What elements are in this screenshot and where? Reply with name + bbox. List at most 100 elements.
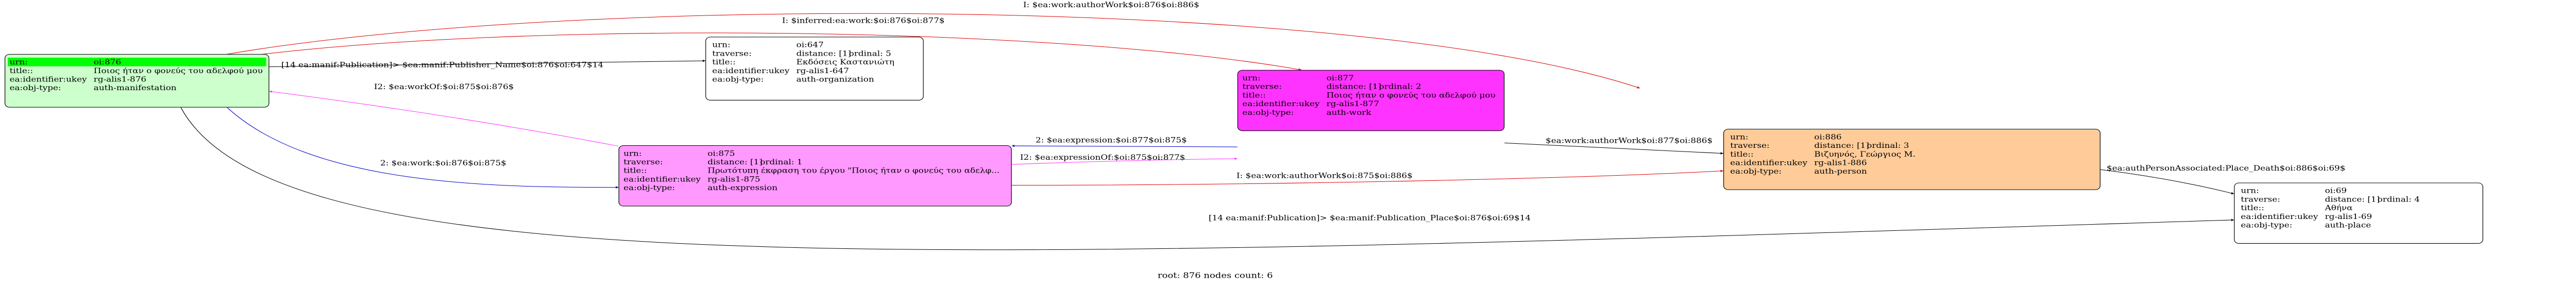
node-field-value: rg-alis1-886 [1814, 158, 1867, 167]
node-row: ea:identifier:ukey rg-alis1-875 [623, 175, 1007, 183]
node-field-value: oi:886 [1814, 132, 1842, 141]
node-field-key: ea:identifier:ukey [712, 66, 790, 75]
edge-label-877-875: 2: $ea:expression:$oi:877$oi:875$ [1036, 136, 1187, 145]
node-field-value: auth-manifestation [93, 83, 177, 92]
node-row: ea:identifier:ukey rg-alis1-876 [10, 75, 264, 83]
node-row: ea:identifier:ukey rg-alis1-647 [712, 66, 919, 75]
node-field-key: urn: [9, 57, 28, 66]
node-field-value: rg-alis1-647 [796, 66, 849, 75]
node-field-value: distance: [1] [2325, 195, 2380, 204]
node-field-value: Εκδόσεις Καστανιώτη [796, 57, 894, 66]
edge-label-876-886: I: $ea:work:authorWork$oi:876$oi:886$ [1023, 1, 1199, 9]
node-field-key: ea:obj-type: [1730, 167, 1782, 176]
node-field-key: ea:identifier:ukey [1242, 99, 1320, 108]
node-field-key: urn: [1730, 132, 1749, 141]
edge-876-875 [227, 107, 619, 189]
node-field-value: rg-alis1-875 [707, 175, 760, 183]
node-field-extra: ordinal: 5 [849, 49, 891, 58]
node-field-key: title:: [2241, 203, 2264, 212]
node-row: ea:obj-type: auth-expression [623, 183, 1007, 192]
node-row: urn:oi:647 [712, 40, 919, 49]
node-field-value: rg-alis1-877 [1326, 99, 1379, 108]
node-field-key: traverse: [623, 157, 663, 166]
node-field-value: auth-organization [796, 75, 874, 84]
node-row: urn: oi:876 [8, 57, 266, 66]
node-field-value: distance: [1] [796, 49, 852, 58]
node-field-key: ea:obj-type: [9, 83, 61, 92]
node-field-extra: ordinal: 2 [1379, 82, 1421, 91]
node-row: title::Αθήνα [2241, 204, 2478, 212]
node-row: urn: oi:886 [1730, 132, 2095, 141]
node-row: ea:obj-type: auth-work [1242, 108, 1499, 117]
node-row: title::Πρωτότυπη έκφραση του έργου "Ποιο… [623, 166, 1007, 175]
edge-875-877 [1011, 157, 1238, 165]
node-field-key: ea:identifier:ukey [623, 175, 701, 183]
node-row: traverse: distance: [1]ordinal: 2 [1242, 82, 1499, 91]
node-field-value: auth-expression [707, 183, 778, 192]
node-877[interactable]: urn: oi:877 traverse: distance: [1]ordinal:… [1237, 70, 1505, 131]
node-row: title::Εκδόσεις Καστανιώτη [712, 58, 919, 66]
node-row: title::Βιζυηνός, Γεώργιος Μ. [1730, 150, 2095, 159]
node-row: ea:identifier:ukey rg-alis1-69 [2241, 212, 2478, 221]
edge-875-876 [269, 90, 619, 147]
node-field-value: Βιζυηνός, Γεώργιος Μ. [1814, 149, 1916, 159]
node-field-key: urn: [712, 40, 731, 49]
edge-875-886 [1011, 170, 1724, 186]
node-field-value: oi:877 [1326, 73, 1354, 82]
node-row: traverse: distance: [1]ordinal: 1 [623, 158, 1007, 166]
node-field-key: title:: [712, 57, 736, 66]
node-row: traverse: distance: [1]ordinal: 5 [712, 49, 919, 58]
node-field-value: rg-alis1-69 [2325, 212, 2372, 221]
edge-877-886 [1504, 142, 1724, 155]
node-field-value: auth-work [1326, 108, 1371, 117]
node-field-value: rg-alis1-876 [93, 75, 147, 84]
node-row: ea:identifier:ukey rg-alis1-877 [1242, 99, 1499, 108]
edge-label-876-877: I: $inferred:ea:work:$oi:876$oi:877$ [782, 16, 945, 25]
node-field-key: urn: [1242, 73, 1261, 82]
edge-label-876-69: [14 ea:manif:Publication]> $ea:manif:Pub… [1209, 213, 1531, 222]
node-row: urn: oi:877 [1242, 74, 1499, 82]
node-field-key: traverse: [1242, 82, 1282, 91]
node-row: ea:obj-type: auth-manifestation [10, 83, 264, 92]
edge-label-876-647: [14 ea:manif:Publication]> $ea:manif:Pub… [281, 60, 604, 70]
node-field-key: title:: [623, 166, 647, 175]
node-field-value: distance: [1] [707, 157, 762, 166]
node-row: ea:obj-type:auth-place [2241, 221, 2478, 229]
node-field-key: urn: [2241, 186, 2259, 195]
node-field-extra: ordinal: 3 [1867, 141, 1909, 150]
node-row: urn:oi:875 [623, 149, 1007, 158]
node-field-key: traverse: [712, 49, 752, 58]
edge-877-875 [1011, 144, 1238, 147]
graph-footer: root: 876 nodes count: 6 [1158, 271, 1273, 280]
node-row: title::Ποιος ήταν ο φονεύς του αδελφού μ… [1242, 91, 1499, 99]
edge-label-876-875: 2: $ea:work:$oi:876$oi:875$ [380, 158, 506, 167]
node-field-key: ea:obj-type: [623, 183, 675, 192]
node-field-value: Αθήνα [2325, 203, 2353, 212]
node-field-key: traverse: [1730, 141, 1770, 150]
node-row: ea:obj-type: auth-person [1730, 167, 2095, 176]
node-field-value: distance: [1] [1326, 82, 1382, 91]
node-row: traverse:distance: [1]ordinal: 4 [2241, 195, 2478, 204]
node-field-key: title:: [1242, 91, 1266, 99]
node-field-key: ea:obj-type: [1242, 108, 1294, 117]
node-row: traverse:distance: [1]ordinal: 3 [1730, 141, 2095, 150]
node-field-extra: ordinal: 4 [2377, 195, 2420, 204]
edge-label-877-886: $ea:work:authorWork$oi:877$oi:886$ [1546, 136, 1713, 145]
edge-label-875-877: I2: $ea:expressionOf:$oi:875$oi:877$ [1020, 153, 1185, 162]
node-field-value: auth-person [1814, 167, 1867, 176]
node-field-key: ea:identifier:ukey [2241, 212, 2318, 221]
node-field-value: Ποιος ήταν ο φονεύς του αδελφού μου [93, 66, 263, 75]
node-field-extra: ordinal: 1 [760, 157, 803, 166]
node-field-key: urn: [623, 149, 642, 158]
node-field-value: oi:876 [93, 57, 122, 66]
node-field-key: ea:identifier:ukey [9, 75, 87, 84]
node-field-value: oi:69 [2325, 186, 2347, 195]
